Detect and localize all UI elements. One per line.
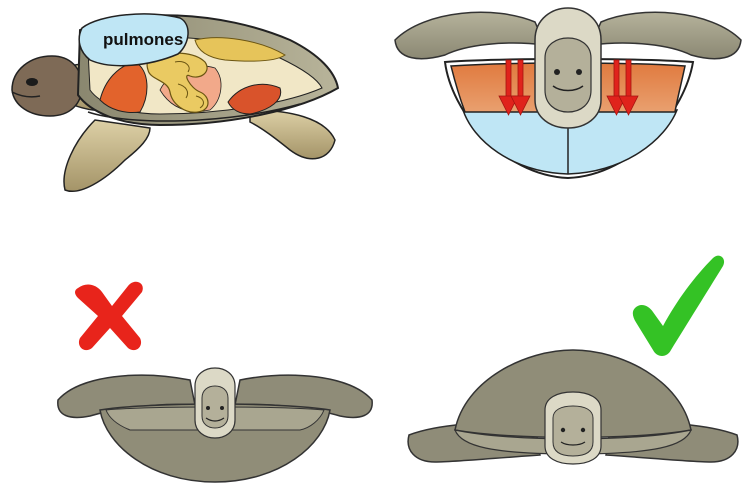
lung-compression-illustration [385, 0, 751, 195]
turtle-eye [26, 78, 38, 86]
turtle-front-cross-section [385, 0, 751, 195]
right-flipper [591, 12, 741, 58]
right-eye [576, 69, 582, 75]
turtle-upside-down [50, 270, 380, 485]
face-small [202, 386, 228, 428]
lungs-label: pulmones [103, 30, 183, 49]
hind-flipper [250, 110, 335, 159]
checkmark-icon [633, 256, 724, 356]
left-eye [554, 69, 560, 75]
cross-icon [75, 282, 143, 350]
right-position-illustration [395, 250, 751, 485]
wrong-position-illustration [50, 270, 380, 485]
front-flipper [64, 120, 150, 191]
face-small [553, 406, 593, 456]
turtle-anatomy-illustration: pulmones [0, 0, 345, 200]
turtle-correct-position [395, 250, 751, 485]
turtle-head [12, 56, 82, 116]
left-flipper [395, 12, 545, 58]
face [545, 38, 591, 112]
turtle-side-view: pulmones [0, 0, 345, 200]
